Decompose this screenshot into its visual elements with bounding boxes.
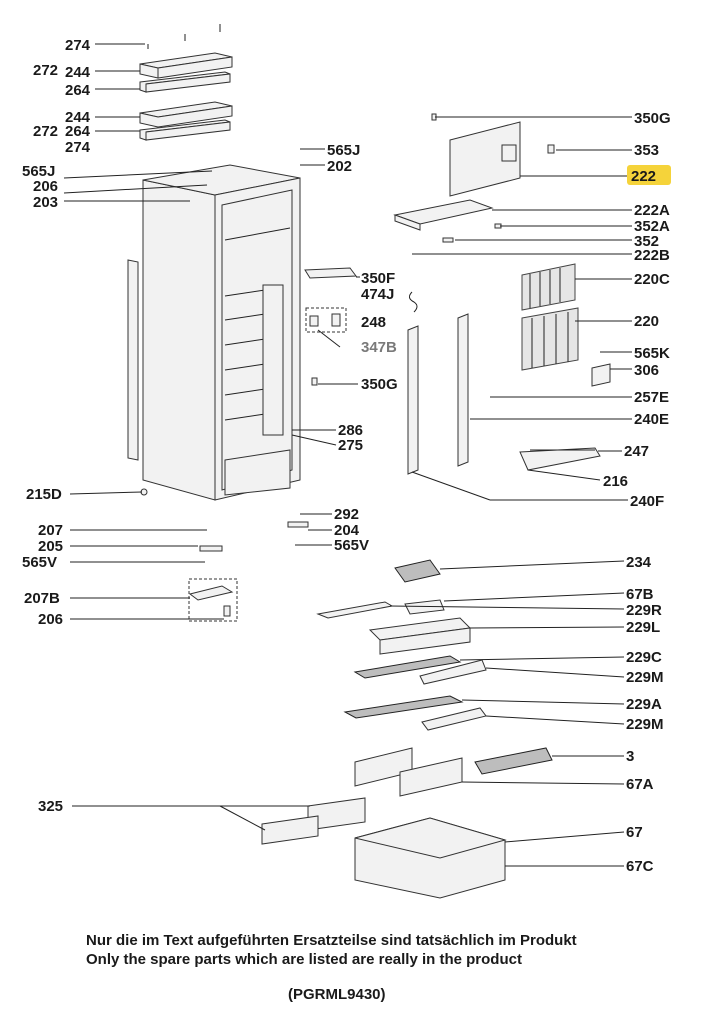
- label-352a: 352A: [634, 218, 670, 235]
- label-240e: 240E: [634, 411, 669, 428]
- part-rails: [407, 313, 601, 475]
- part-freezer-door: [393, 113, 555, 243]
- label-474j: 474J: [361, 286, 394, 303]
- label-67b: 67B: [626, 586, 654, 603]
- part-grills: [521, 263, 611, 387]
- label-222b: 222B: [634, 247, 670, 264]
- part-small-left: [140, 267, 418, 617]
- label-229m: 229M: [626, 669, 664, 686]
- part-labels: 274 272 244 264 244 272 264 274 565J 206…: [22, 37, 671, 875]
- leader-lines: [63, 43, 632, 867]
- label-216: 216: [603, 473, 628, 490]
- label-240f: 240F: [630, 493, 664, 510]
- label-306: 306: [634, 362, 659, 379]
- label-229c: 229C: [626, 649, 662, 666]
- part-cabinet: [127, 164, 301, 501]
- label-222: 222: [631, 168, 656, 185]
- label-220c: 220C: [634, 271, 670, 288]
- label-234: 234: [626, 554, 652, 571]
- label-229r: 229R: [626, 602, 662, 619]
- label-565k: 565K: [634, 345, 670, 362]
- label-207: 207: [38, 522, 63, 539]
- label-205: 205: [38, 538, 63, 555]
- label-229a: 229A: [626, 696, 662, 713]
- label-292: 292: [334, 506, 359, 523]
- label-264: 264: [65, 123, 91, 140]
- label-229l: 229L: [626, 619, 660, 636]
- label-264: 264: [65, 82, 91, 99]
- label-350g-b: 350G: [361, 376, 398, 393]
- label-202: 202: [327, 158, 352, 175]
- label-565j: 565J: [327, 142, 360, 159]
- label-272: 272: [33, 123, 58, 140]
- document-code: (PGRML9430): [288, 986, 386, 1003]
- label-204: 204: [334, 522, 360, 539]
- label-3: 3: [626, 748, 634, 765]
- part-shelves: [316, 559, 487, 731]
- label-274: 274: [65, 139, 91, 156]
- label-67a: 67A: [626, 776, 654, 793]
- label-286: 286: [338, 422, 363, 439]
- label-206: 206: [33, 178, 58, 195]
- highlight-marker-222: [627, 165, 671, 185]
- label-215d: 215D: [26, 486, 62, 503]
- label-352: 352: [634, 233, 659, 250]
- label-244: 244: [65, 109, 91, 126]
- label-350f: 350F: [361, 270, 395, 287]
- label-229m: 229M: [626, 716, 664, 733]
- note-english: Only the spare parts which are listed ar…: [86, 951, 522, 968]
- label-565j: 565J: [22, 163, 55, 180]
- label-203: 203: [33, 194, 58, 211]
- label-325: 325: [38, 798, 63, 815]
- label-67: 67: [626, 824, 643, 841]
- label-244: 244: [65, 64, 91, 81]
- label-565v: 565V: [334, 537, 369, 554]
- part-bottom-drawers: [261, 747, 553, 899]
- label-247: 247: [624, 443, 649, 460]
- label-274: 274: [65, 37, 91, 54]
- label-350g: 350G: [634, 110, 671, 127]
- part-top-strips: [139, 24, 233, 141]
- label-565v: 565V: [22, 554, 57, 571]
- label-222a: 222A: [634, 202, 670, 219]
- note-german: Nur die im Text aufgeführten Ersatzteils…: [86, 932, 577, 949]
- label-67c: 67C: [626, 858, 654, 875]
- label-275: 275: [338, 437, 363, 454]
- label-353: 353: [634, 142, 659, 159]
- label-220: 220: [634, 313, 659, 330]
- label-206: 206: [38, 611, 63, 628]
- dashed-box-248: [305, 307, 347, 333]
- label-207b: 207B: [24, 590, 60, 607]
- label-257e: 257E: [634, 389, 669, 406]
- label-272: 272: [33, 62, 58, 79]
- label-347b: 347B: [361, 339, 397, 356]
- label-248: 248: [361, 314, 386, 331]
- parts-drawing: [127, 24, 611, 899]
